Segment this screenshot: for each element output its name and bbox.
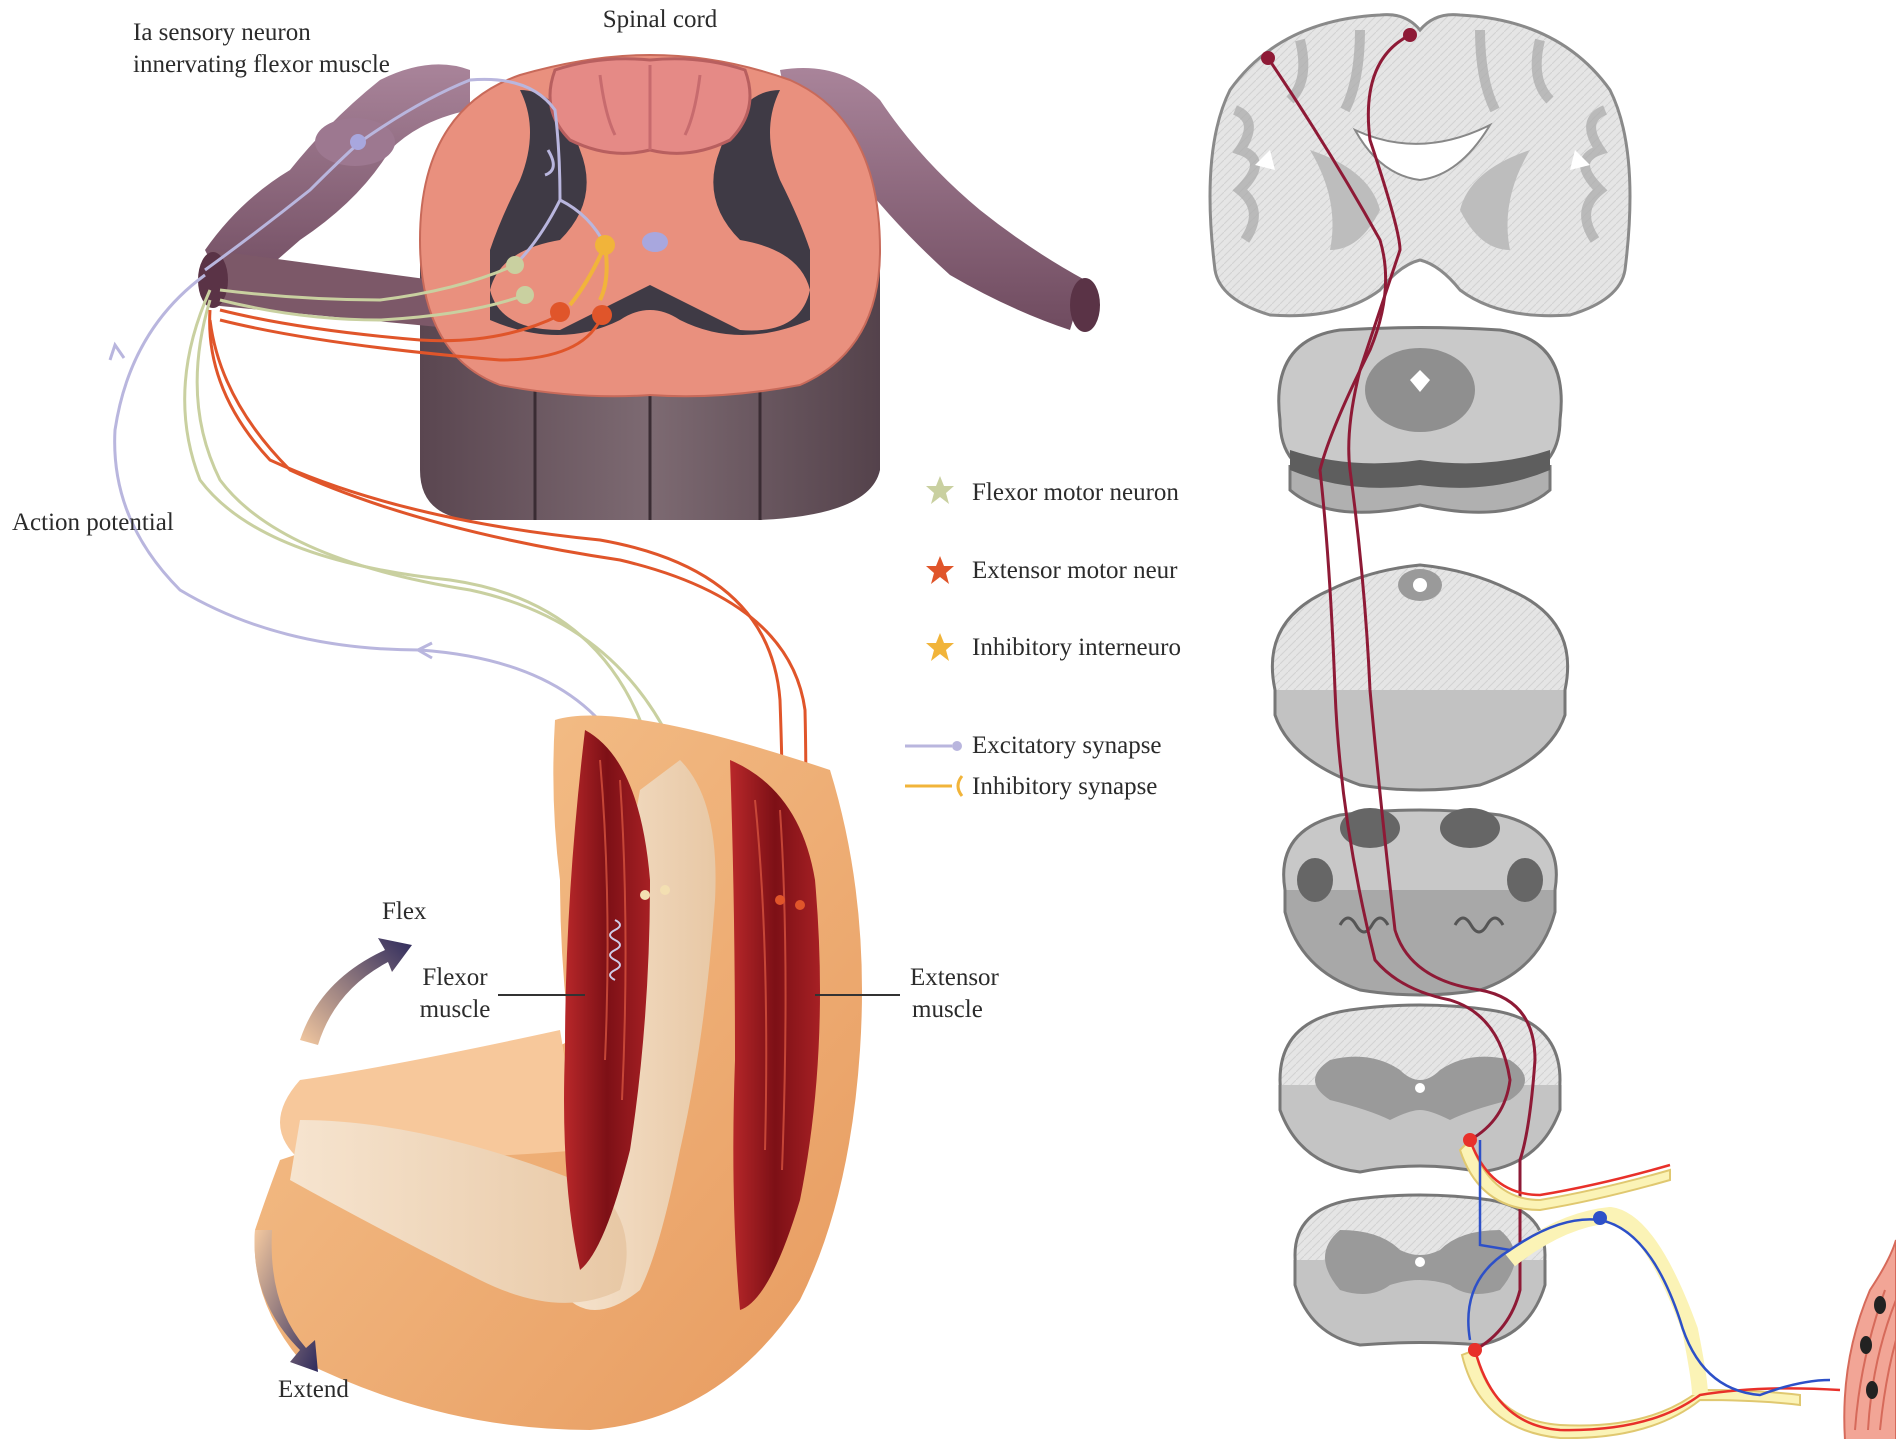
legend-symbol-interneuron (926, 633, 954, 661)
flex-label: Flex (382, 897, 426, 927)
arm-illustration (255, 716, 862, 1430)
brain-coronal-section (1210, 15, 1630, 316)
extensor-muscle-label-line2: muscle (912, 995, 983, 1025)
lower-motor-neuron-cervical (1463, 1133, 1477, 1147)
nerve-cut-end-right (1070, 278, 1100, 332)
lumbar-cord-section (1295, 1195, 1545, 1345)
sensory-neuron-label-line1: Ia sensory neuron (133, 18, 311, 48)
skeletal-muscle-fibers (1844, 1240, 1896, 1439)
peripheral-nerve-sheaths (1460, 1140, 1800, 1438)
legend-symbol-flexor-motor (926, 476, 954, 504)
efferent-motor-axons (1470, 1140, 1840, 1430)
flexor-muscle-label-line1: Flexor (410, 963, 500, 993)
dorsal-root-ganglion-cell (1593, 1211, 1607, 1225)
flexor-muscle-label-line2: muscle (410, 995, 500, 1025)
reflex-arc-illustration (0, 0, 1210, 1439)
corticospinal-tracts (1268, 35, 1535, 1350)
sensory-neuron-label-line2: innervating flexor muscle (133, 50, 390, 80)
lower-motor-neuron-lumbar (1468, 1343, 1482, 1357)
extend-label: Extend (278, 1375, 349, 1405)
legend-symbol-extensor-motor (926, 556, 954, 584)
afferent-sensory-axons (1468, 1140, 1830, 1395)
upper-motor-neuron-right (1403, 28, 1417, 42)
pons-section (1272, 565, 1567, 790)
spinal-cord-cross-section (420, 55, 880, 396)
medulla-section (1284, 808, 1557, 995)
action-potential-label: Action potential (12, 508, 174, 538)
flex-arrow (300, 938, 412, 1045)
spinal-cord-label: Spinal cord (560, 5, 760, 35)
extensor-muscle-label-line1: Extensor (910, 963, 999, 993)
legend-symbol-excitatory-synapse (905, 741, 962, 751)
legend-symbol-inhibitory-synapse (905, 776, 962, 796)
cervical-cord-section (1280, 1005, 1560, 1172)
upper-motor-neuron-left (1261, 51, 1275, 65)
midbrain-section (1279, 328, 1562, 513)
